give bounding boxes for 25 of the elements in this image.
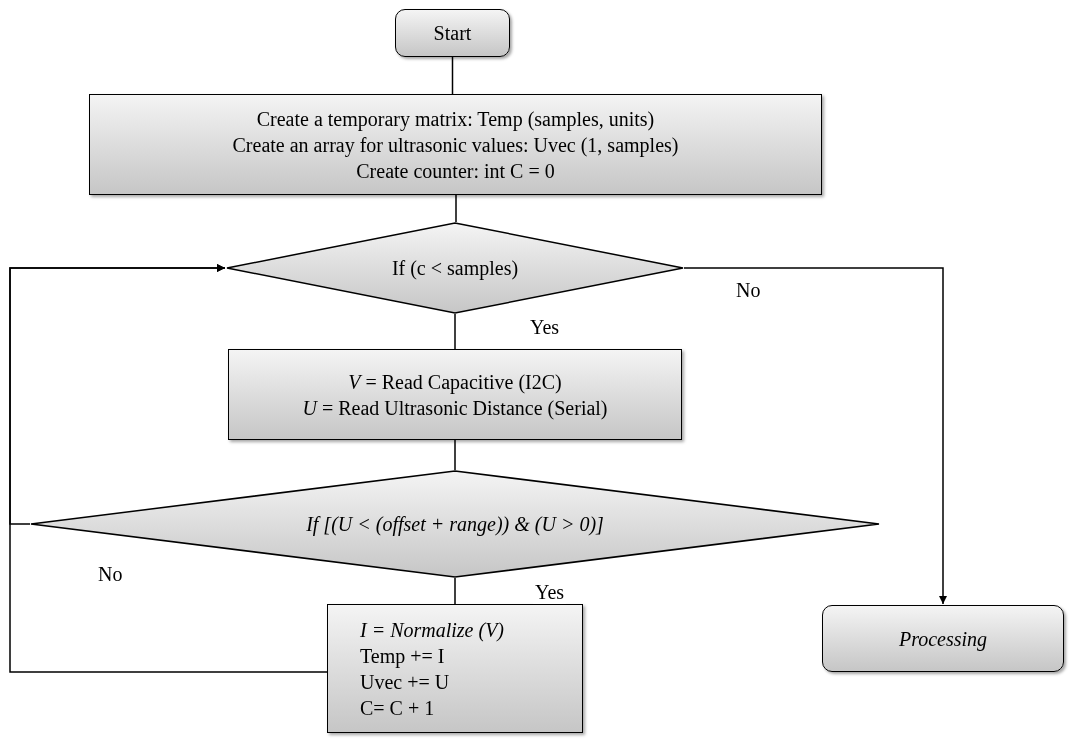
connector-line — [455, 194, 457, 223]
connector-line — [454, 439, 456, 471]
start-terminal — [395, 9, 510, 57]
node-text: Processing — [898, 626, 988, 652]
connector-line — [454, 577, 456, 605]
process-box — [89, 94, 822, 195]
process-box — [228, 349, 682, 440]
arrow — [9, 264, 226, 525]
node-text: U = Read Ultrasonic Distance (Serial) — [302, 395, 608, 421]
node-text: If [(U < (offset + range)) & (U > 0)] — [306, 512, 604, 537]
process-box — [327, 604, 583, 733]
node-text: Start — [433, 21, 472, 46]
connector-line — [451, 56, 454, 95]
node-text: Temp += I — [360, 643, 445, 669]
node-text: I = Normalize (V) — [360, 617, 505, 643]
node-text: Create an array for ultrasonic values: Uvec (1, samples) — [232, 132, 679, 158]
node-text: If (c < samples) — [391, 256, 519, 281]
end-terminal — [822, 605, 1064, 672]
connector-line — [454, 313, 456, 350]
arrow — [683, 267, 947, 605]
node-text: Uvec += U — [360, 669, 450, 695]
node-text: Create a temporary matrix: Temp (samples, units) — [256, 106, 655, 132]
node-text: Create counter: int C = 0 — [356, 158, 555, 184]
node-text: C= C + 1 — [360, 695, 435, 721]
node-text: V = Read Capacitive (I2C) — [348, 369, 562, 395]
